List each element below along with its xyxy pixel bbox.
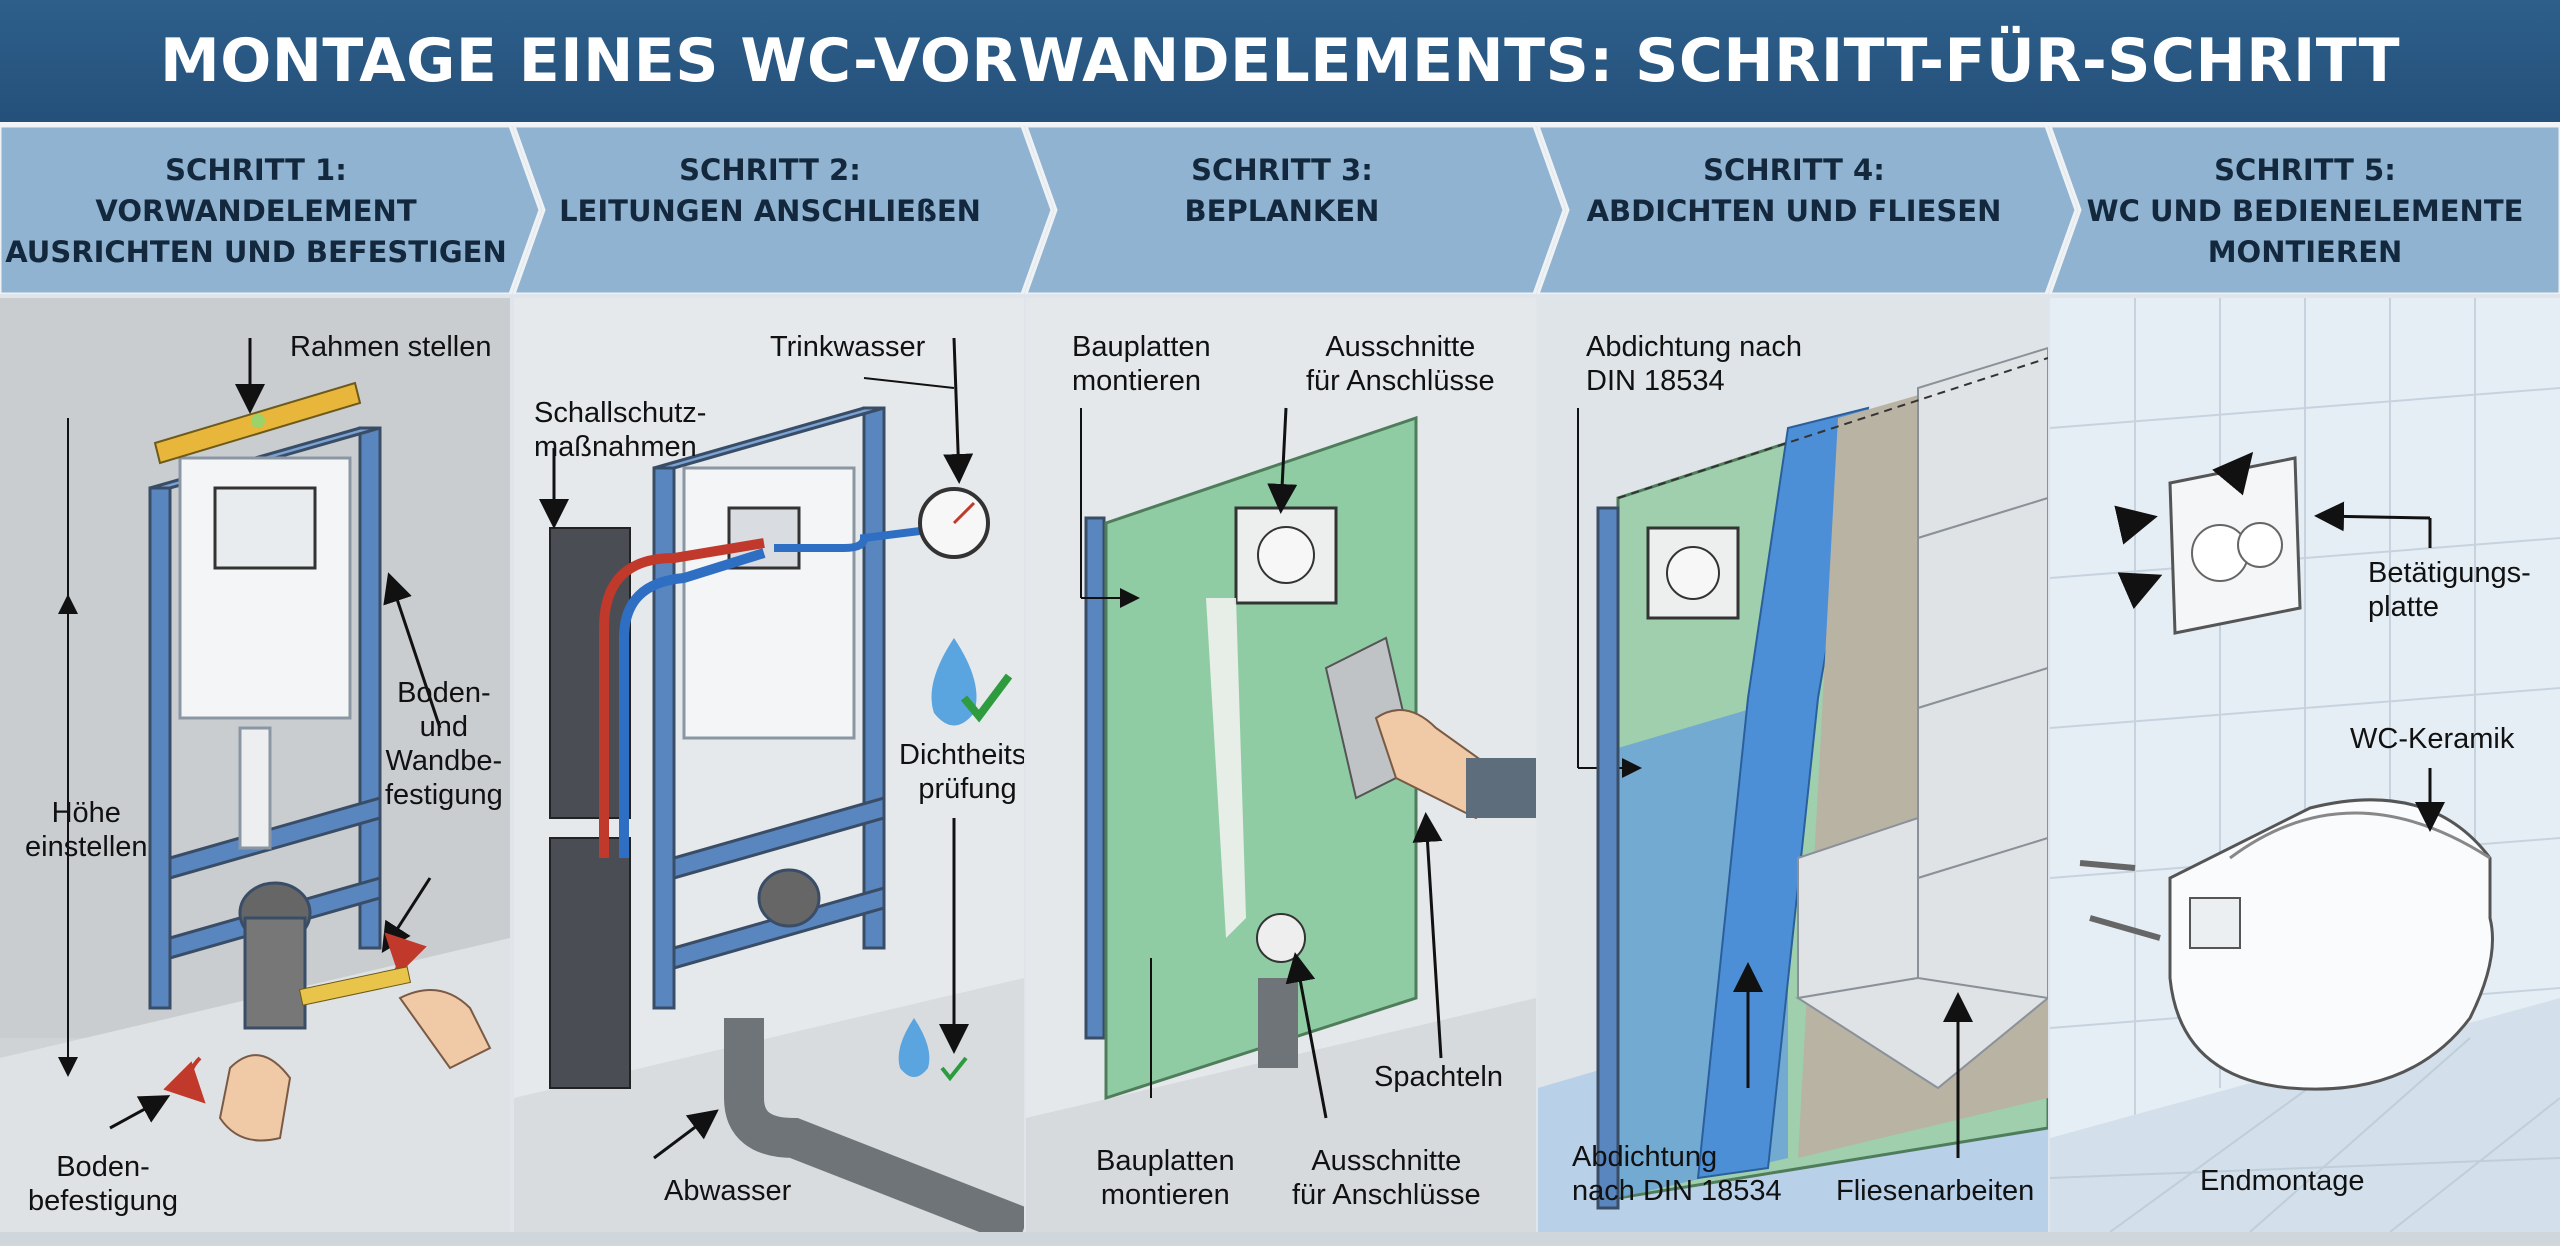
step-5-heading-line-1: SCHRITT 5: bbox=[2214, 153, 2396, 187]
step-2-panel: Trinkwasser Schallschutz- maßnahmen Dich… bbox=[514, 298, 1024, 1232]
step-4-panel: Abdichtung nach DIN 18534 Abdichtung nac… bbox=[1538, 298, 2048, 1232]
spirit-level-icon bbox=[153, 381, 362, 465]
label-schallschutz: Schallschutz- maßnahmen bbox=[534, 397, 707, 463]
step-3-heading-line-1: SCHRITT 3: bbox=[1191, 153, 1373, 187]
step-1-heading-line-2: VORWANDELEMENT bbox=[95, 194, 417, 228]
step-4-header: SCHRITT 4: ABDICHTEN UND FLIESEN bbox=[1538, 126, 2050, 294]
flush-plate-icon bbox=[2168, 456, 2302, 635]
step-5-header: SCHRITT 5: WC UND BEDIENELEMENTE MONTIER… bbox=[2050, 126, 2560, 294]
title-banner: MONTAGE EINES WC-VORWANDELEMENTS: SCHRIT… bbox=[0, 0, 2560, 218]
label-bauplatten-bottom: Bauplatten montieren bbox=[1096, 1145, 1235, 1211]
label-bauplatten-top: Bauplatten montieren bbox=[1072, 331, 1211, 397]
step-3-header: SCHRITT 3: BEPLANKEN bbox=[1026, 126, 1538, 294]
label-endmontage: Endmontage bbox=[2200, 1165, 2365, 1197]
label-boden-wand-befestigung: Boden- und Wandbe- festigung bbox=[385, 677, 503, 811]
step-1-heading-line-1: SCHRITT 1: bbox=[165, 153, 347, 187]
step-1-illustration bbox=[0, 298, 510, 1232]
step-1-panel: Rahmen stellen Boden- und Wandbe- festig… bbox=[0, 298, 510, 1232]
trowel-icon bbox=[1324, 636, 1536, 820]
pressure-gauge-icon bbox=[918, 487, 990, 559]
step-5-heading-line-2: WC UND BEDIENELEMENTE bbox=[2086, 194, 2524, 228]
small-drop-check-icon bbox=[898, 1018, 968, 1082]
step-2-heading-line-2: LEITUNGEN ANSCHLIEßEN bbox=[559, 194, 981, 228]
frame-1 bbox=[148, 426, 382, 1030]
label-abdichtung-bottom: Abdichtung nach DIN 18534 bbox=[1572, 1141, 1782, 1207]
step-5-heading-line-3: MONTIEREN bbox=[2207, 235, 2403, 269]
label-rahmen-stellen: Rahmen stellen bbox=[290, 331, 492, 363]
label-spachteln: Spachteln bbox=[1374, 1061, 1503, 1093]
frame-2 bbox=[652, 406, 886, 1010]
step-1-heading-line-3: AUSRICHTEN UND BEFESTIGEN bbox=[5, 235, 507, 269]
green-board bbox=[1104, 415, 1418, 1101]
label-ausschnitte-top: Ausschnitte für Anschlüsse bbox=[1306, 331, 1495, 397]
step-4-heading-line-1: SCHRITT 4: bbox=[1703, 153, 1885, 187]
label-betaetigungsplatte: Betätigungs- platte bbox=[2368, 557, 2531, 623]
label-trinkwasser: Trinkwasser bbox=[770, 331, 926, 363]
step-4-heading-line-2: ABDICHTEN UND FLIESEN bbox=[1586, 194, 2002, 228]
step-2-header: SCHRITT 2: LEITUNGEN ANSCHLIEßEN bbox=[514, 126, 1026, 294]
step-5-panel: Betätigungs- platte WC-Keramik Endmontag… bbox=[2050, 298, 2560, 1232]
label-hoehe-einstellen: Höhe einstellen bbox=[25, 797, 148, 863]
step-1-header: SCHRITT 1: VORWANDELEMENT AUSRICHTEN UND… bbox=[0, 126, 512, 294]
step-4-illustration bbox=[1538, 298, 2048, 1232]
label-dichtheitspruefung: Dichtheits- prüfung bbox=[899, 739, 1024, 805]
label-abdichtung-top: Abdichtung nach DIN 18534 bbox=[1586, 331, 1803, 397]
tiles bbox=[1795, 346, 2048, 1090]
bottom-strip bbox=[0, 1232, 2560, 1246]
step-5-illustration bbox=[2050, 298, 2560, 1232]
label-abwasser: Abwasser bbox=[664, 1175, 792, 1207]
label-fliesenarbeiten: Fliesenarbeiten bbox=[1836, 1175, 2035, 1207]
step-header-row: SCHRITT 1: VORWANDELEMENT AUSRICHTEN UND… bbox=[0, 126, 2560, 294]
step-3-illustration bbox=[1026, 298, 1536, 1232]
label-bodenbefestigung: Boden- befestigung bbox=[28, 1151, 178, 1217]
label-wc-keramik: WC-Keramik bbox=[2350, 723, 2515, 755]
step-2-illustration bbox=[514, 298, 1024, 1232]
step-3-panel: Bauplatten montieren Ausschnitte für Ans… bbox=[1026, 298, 1536, 1232]
step-3-heading-line-2: BEPLANKEN bbox=[1184, 194, 1380, 228]
label-ausschnitte-bottom: Ausschnitte für Anschlüsse bbox=[1292, 1145, 1481, 1211]
step-2-heading-line-1: SCHRITT 2: bbox=[679, 153, 861, 187]
header-arrows bbox=[0, 126, 2560, 294]
water-drop-check-icon bbox=[931, 638, 1013, 726]
